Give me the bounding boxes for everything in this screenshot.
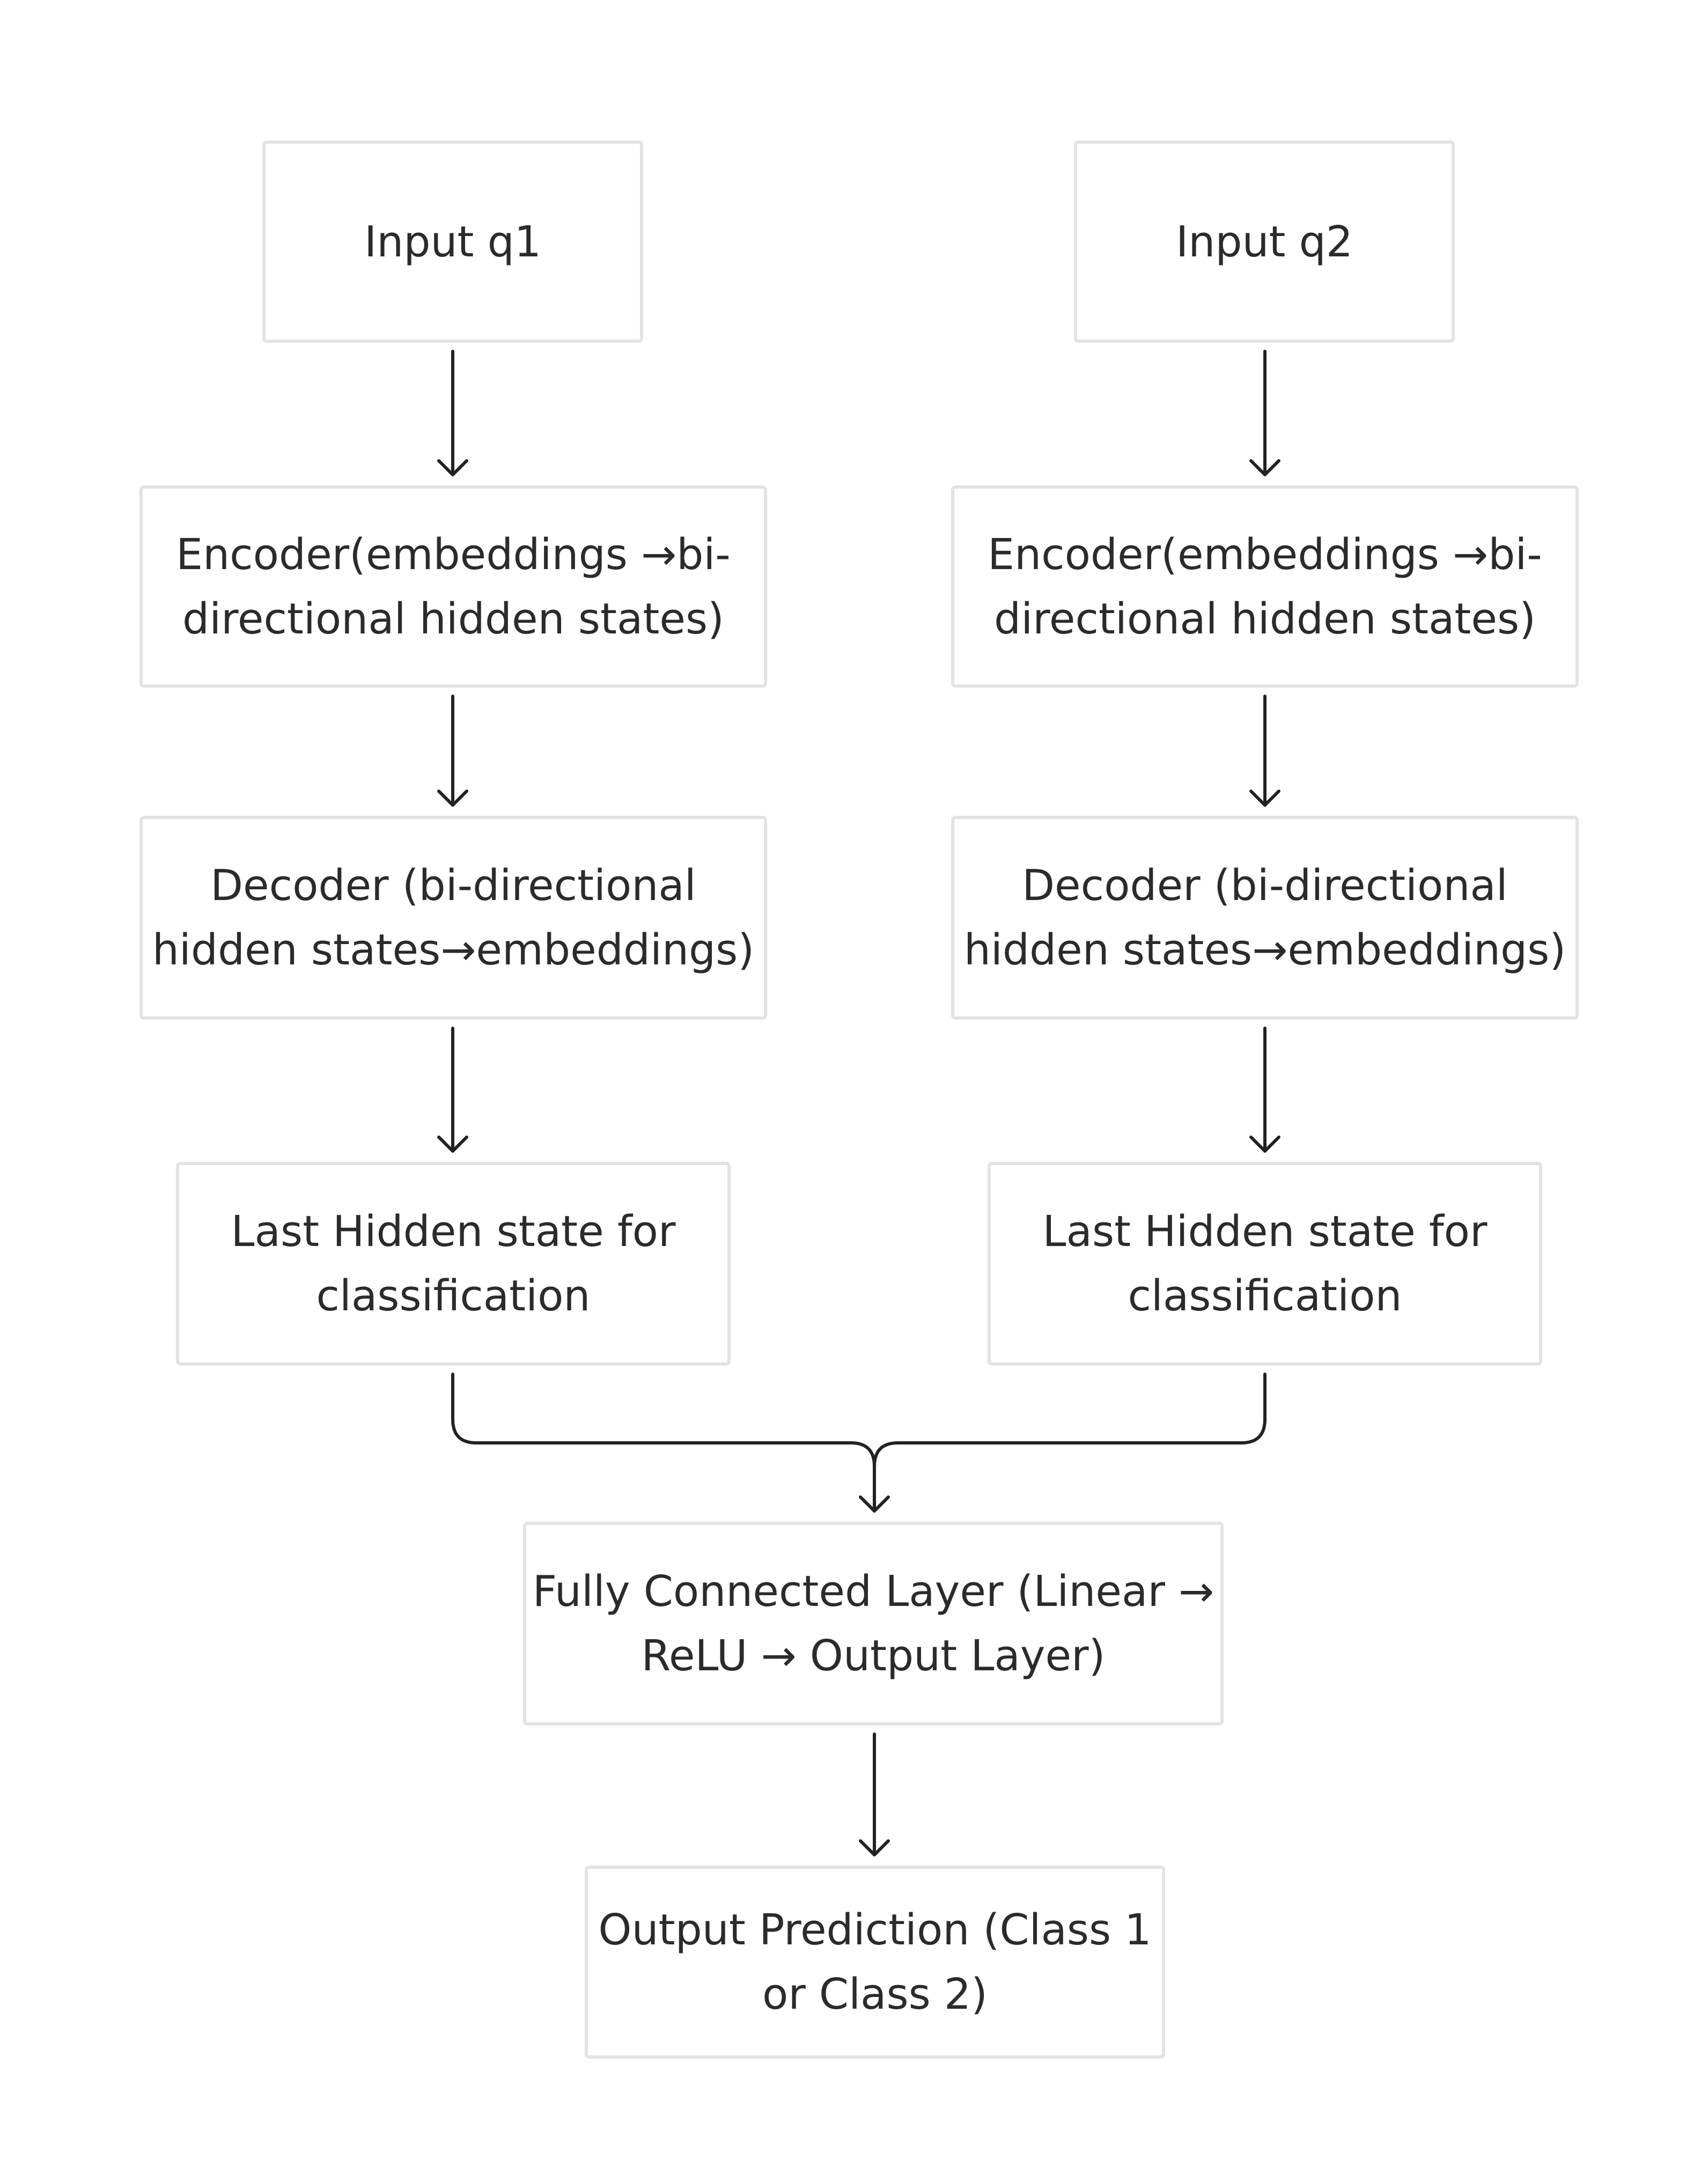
decoder-q2-node: Decoder (bi-directional hidden states→em… — [951, 816, 1579, 1020]
hidden-state-q2-label: Last Hidden state for classification — [1042, 1207, 1488, 1321]
output-prediction-label: Output Prediction (Class 1 or Class 2) — [598, 1905, 1152, 2019]
encoder-q1-node: Encoder(embeddings →bi- directional hidd… — [139, 485, 767, 688]
input-q2-node: Input q2 — [1074, 141, 1455, 343]
decoder-q1-node: Decoder (bi-directional hidden states→em… — [139, 816, 767, 1020]
fully-connected-layer-node: Fully Connected Layer (Linear → ReLU → O… — [523, 1522, 1224, 1726]
arrow-decoder-q1-to-hidden — [437, 1027, 468, 1153]
decoder-q1-label: Decoder (bi-directional hidden states→em… — [152, 861, 755, 975]
arrow-input-q1-to-encoder — [437, 350, 468, 476]
input-q1-node: Input q1 — [262, 141, 643, 343]
arrow-decoder-q2-to-hidden — [1249, 1027, 1280, 1153]
encoder-q1-label: Encoder(embeddings →bi- directional hidd… — [176, 529, 731, 644]
arrow-fully-connected-to-output — [859, 1733, 890, 1856]
hidden-state-q2-node: Last Hidden state for classification — [988, 1162, 1542, 1366]
arrow-input-q2-to-encoder — [1249, 350, 1280, 476]
output-prediction-node: Output Prediction (Class 1 or Class 2) — [585, 1866, 1165, 2059]
arrow-encoder-q1-to-decoder — [437, 695, 468, 807]
hidden-state-q1-node: Last Hidden state for classification — [176, 1162, 731, 1366]
merge-connector-to-fully-connected — [451, 1373, 1267, 1513]
encoder-q2-node: Encoder(embeddings →bi- directional hidd… — [951, 485, 1579, 688]
arrow-encoder-q2-to-decoder — [1249, 695, 1280, 807]
encoder-q2-label: Encoder(embeddings →bi- directional hidd… — [988, 529, 1542, 644]
hidden-state-q1-label: Last Hidden state for classification — [231, 1207, 676, 1321]
input-q1-label: Input q1 — [364, 217, 542, 267]
decoder-q2-label: Decoder (bi-directional hidden states→em… — [963, 861, 1566, 975]
input-q2-label: Input q2 — [1175, 217, 1353, 267]
fully-connected-layer-label: Fully Connected Layer (Linear → ReLU → O… — [532, 1567, 1214, 1680]
